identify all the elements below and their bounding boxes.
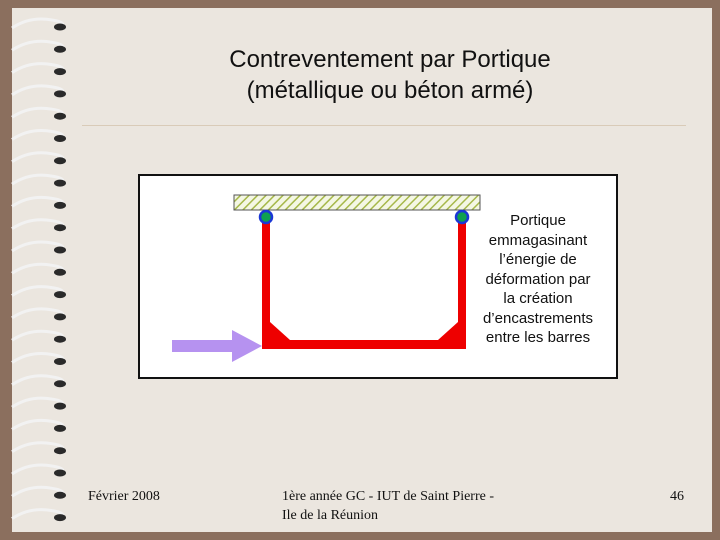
figure-caption: Portique emmagasinant l’énergie de défor… [468,211,608,348]
binding-hole [54,23,66,31]
roof-beam [233,194,481,211]
binding-hole [54,201,66,209]
binding-hole [54,68,66,76]
portal-frame-diagram [172,194,481,362]
binding-hole [54,224,66,232]
binding-hole [54,268,66,276]
left-corner-gusset [270,322,290,340]
binding-hole [54,514,66,522]
binding-hole [54,424,66,432]
title-line-2: (métallique ou béton armé) [246,77,534,104]
right-column [458,217,466,349]
title-divider [82,125,686,126]
page-number: 46 [670,489,684,504]
footer-course: 1ère année GC - IUT de Saint Pierre - Il… [282,487,494,525]
caption-line-2: emmagasinant [488,231,588,249]
caption-line-3: l’énergie de [499,251,577,268]
binding-hole [54,157,66,165]
binding-hole [54,246,66,254]
caption-line-7: entre les barres [485,329,591,346]
caption-line-6: d’encastrements [482,309,594,327]
caption-line-5: la création [503,290,573,307]
caption-line-1: Portique [510,212,566,229]
right-hinge [454,209,470,225]
binding-hole [54,313,66,321]
load-arrow [172,330,262,362]
binding-hole [54,291,66,299]
binding-hole [54,112,66,120]
base-beam [262,340,466,349]
binding-hole [54,179,66,187]
binding-hole [54,469,66,477]
footer-date: Février 2008 [88,489,160,504]
binding-hole [54,380,66,388]
binding-hole [54,45,66,53]
left-hinge [258,209,274,225]
caption-line-4: déformation par [485,270,591,288]
binding-hole [54,358,66,365]
footer-course-line-1: 1ère année GC - IUT de Saint Pierre - [282,489,494,504]
binding-hole [54,335,66,343]
footer-course-line-2: Ile de la Réunion [282,508,379,523]
left-column [262,217,270,349]
binding-hole [54,402,66,410]
binding-hole [54,135,66,142]
slide-title: Contreventement par Portique (métallique… [90,44,690,106]
spiral-binding [11,17,66,522]
binding-hole [54,491,66,499]
binding-hole [54,90,66,98]
right-corner-gusset [438,322,458,340]
binding-hole [54,447,66,455]
portal-frame-figure [138,174,618,379]
title-line-1: Contreventement par Portique [229,46,551,73]
